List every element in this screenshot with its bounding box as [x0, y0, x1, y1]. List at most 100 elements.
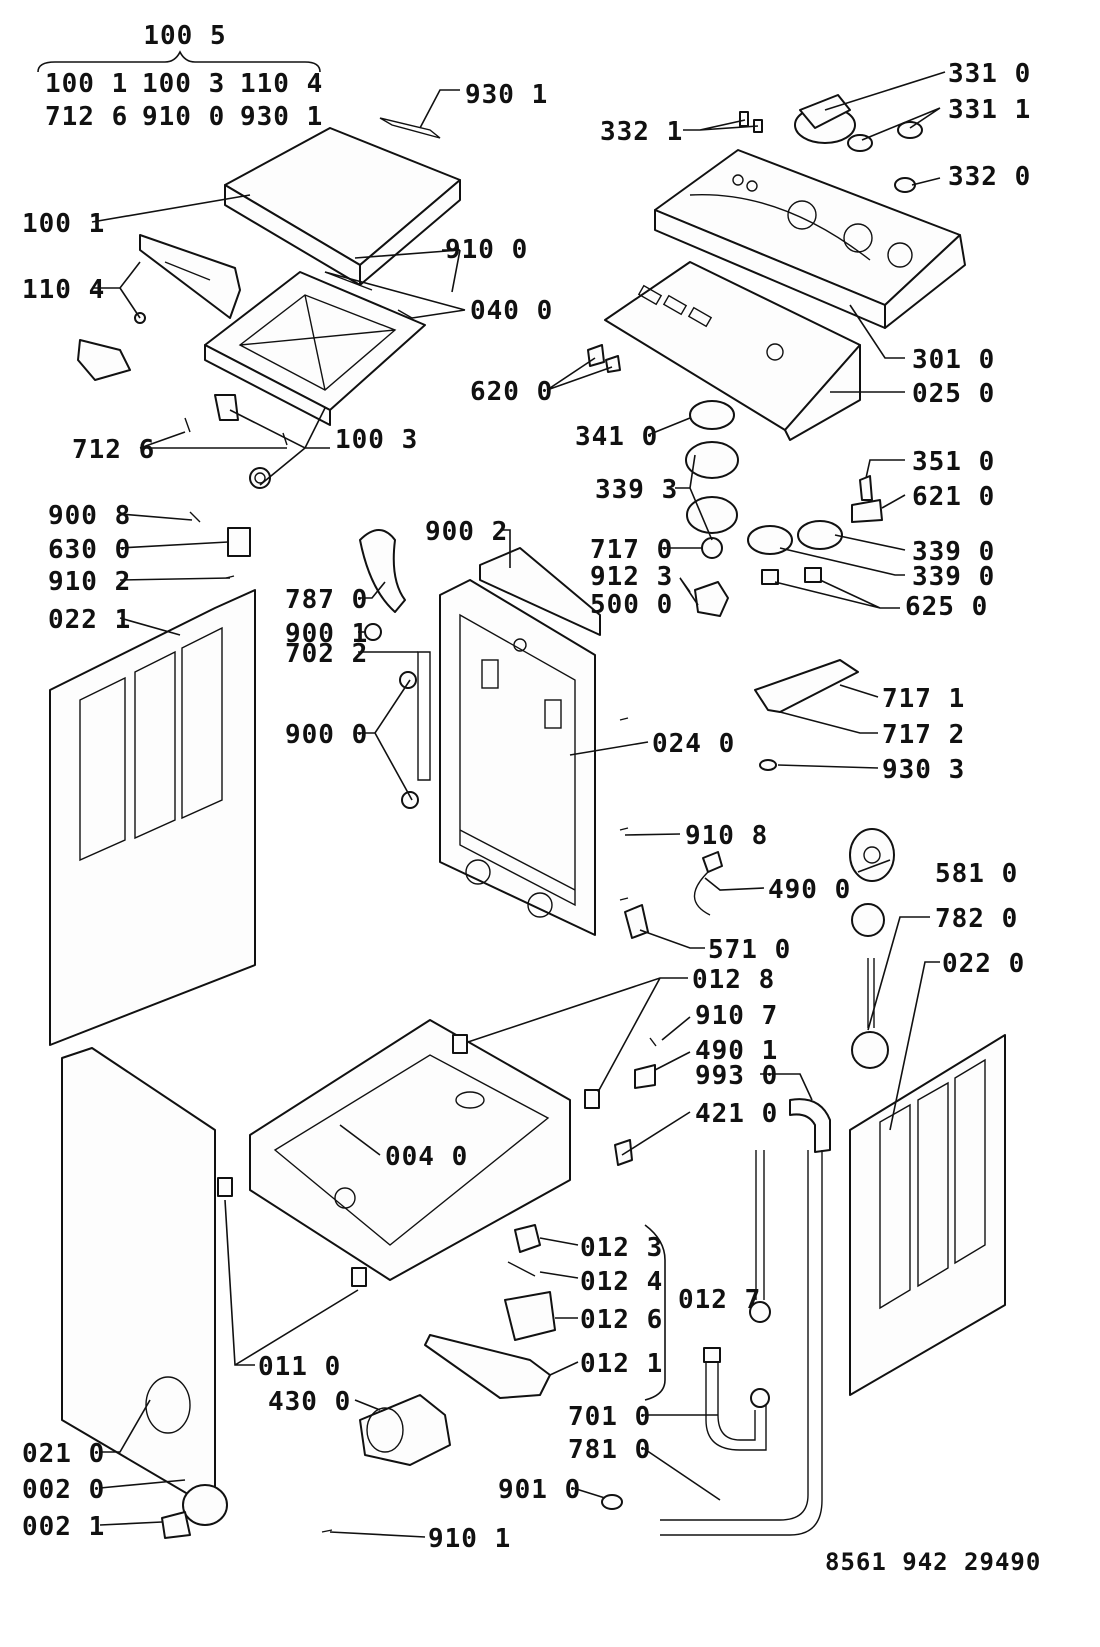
- valve-part: [624, 904, 649, 939]
- group-row2-label-2: 910 0: [142, 102, 225, 132]
- inlet-hose-part: [705, 1360, 767, 1451]
- label-331-0: 331 0: [948, 59, 1031, 89]
- clip-part-3: [634, 1064, 656, 1089]
- label-339-3: 339 3: [595, 475, 678, 505]
- label-012-6: 012 6: [580, 1305, 663, 1335]
- label-011-0: 011 0: [258, 1352, 341, 1382]
- label-040-0: 040 0: [470, 296, 553, 326]
- label-022-0: 022 0: [942, 949, 1025, 979]
- label-332-0: 332 0: [948, 162, 1031, 192]
- label-100-1: 100 1: [22, 209, 105, 239]
- label-332-1: 332 1: [600, 117, 683, 147]
- group-row1-label-3: 110 4: [240, 69, 323, 99]
- label-901-0: 901 0: [498, 1475, 581, 1505]
- shaft-part: [867, 958, 875, 1028]
- label-910-0: 910 0: [445, 235, 528, 265]
- top-frame-part: [204, 271, 426, 426]
- label-002-0: 002 0: [22, 1475, 105, 1505]
- header-group-labels: 100 5 100 1 100 3 110 4 712 6 910 0 930 …: [45, 21, 323, 132]
- hose-nut-part: [703, 1347, 721, 1363]
- clip-ring-part: [601, 1494, 623, 1510]
- foot-part-3: [217, 1177, 233, 1197]
- label-993-0: 993 0: [695, 1061, 778, 1091]
- bellow-seal-part: [359, 529, 406, 613]
- label-341-0: 341 0: [575, 422, 658, 452]
- handle-strip-part: [379, 117, 441, 139]
- hose-elbow-part: [789, 1098, 831, 1153]
- clip-part: [587, 344, 605, 367]
- knob-disc-part-2: [797, 520, 843, 550]
- label-702-2: 702 2: [285, 639, 368, 669]
- lever-part: [754, 659, 859, 713]
- label-490-1: 490 1: [695, 1036, 778, 1066]
- knob-parts: [739, 94, 923, 193]
- label-301-0: 301 0: [912, 345, 995, 375]
- label-717-0: 717 0: [590, 535, 673, 565]
- selector-disc-part: [689, 400, 735, 430]
- lamp-part-2: [804, 567, 822, 583]
- drain-hose-part: [660, 1150, 823, 1536]
- selector-cam-part: [685, 441, 739, 479]
- small-ring-part: [759, 759, 777, 771]
- left-side-panel-part: [49, 589, 256, 1046]
- label-717-1: 717 1: [882, 684, 965, 714]
- front-panel-part: [61, 1047, 216, 1511]
- foot-part: [452, 1034, 468, 1054]
- part-labels: 930 1 100 1 910 0 110 4 040 0 712 6 100 …: [22, 59, 1040, 1576]
- label-002-1: 002 1: [22, 1512, 105, 1542]
- base-frame-part: [249, 1019, 571, 1281]
- label-625-0: 625 0: [905, 592, 988, 622]
- label-930-3: 930 3: [882, 755, 965, 785]
- label-421-0: 421 0: [695, 1099, 778, 1129]
- label-022-1: 022 1: [48, 605, 131, 635]
- label-339-0-a: 339 0: [912, 537, 995, 567]
- cover-part: [227, 527, 251, 557]
- screw-part-5: [321, 1529, 333, 1533]
- right-side-panel-part: [849, 1034, 1006, 1396]
- label-620-0: 620 0: [470, 377, 553, 407]
- lid-part: [182, 1484, 228, 1526]
- label-900-0: 900 0: [285, 720, 368, 750]
- screw-part-3: [619, 717, 629, 901]
- weight-part-2: [401, 791, 419, 809]
- label-339-0-b: 339 0: [912, 562, 995, 592]
- label-782-0: 782 0: [935, 904, 1018, 934]
- label-712-6: 712 6: [72, 435, 155, 465]
- label-331-1: 331 1: [948, 95, 1031, 125]
- label-581-0: 581 0: [935, 859, 1018, 889]
- sensor-part: [859, 475, 873, 501]
- label-781-0: 781 0: [568, 1435, 651, 1465]
- label-630-0: 630 0: [48, 535, 131, 565]
- weight-part: [399, 671, 417, 689]
- control-panel-part: [654, 149, 966, 329]
- disc-part-2: [851, 1031, 889, 1069]
- foot-part-4: [351, 1267, 367, 1287]
- label-024-0: 024 0: [652, 729, 735, 759]
- label-717-2: 717 2: [882, 720, 965, 750]
- label-004-0: 004 0: [385, 1142, 468, 1172]
- label-110-4: 110 4: [22, 275, 105, 305]
- label-912-3: 912 3: [590, 562, 673, 592]
- power-cord-part: [702, 851, 723, 873]
- knob-disc-part: [747, 525, 793, 555]
- label-100-3: 100 3: [335, 425, 418, 455]
- top-bracket-part: [479, 547, 601, 636]
- clip-part-2: [605, 355, 621, 373]
- front-trim-part: [139, 234, 241, 319]
- label-430-0: 430 0: [268, 1387, 351, 1417]
- hose-part: [417, 651, 431, 781]
- bracket-part: [161, 1511, 191, 1539]
- pulley-part: [849, 828, 895, 882]
- label-900-2: 900 2: [425, 517, 508, 547]
- thermostat-part: [694, 581, 729, 617]
- label-910-2: 910 2: [48, 567, 131, 597]
- label-900-8: 900 8: [48, 501, 131, 531]
- group-row2-label-1: 712 6: [45, 102, 128, 132]
- group-title-label: 100 5: [143, 21, 226, 51]
- group-row1-label-1: 100 1: [45, 69, 128, 99]
- label-621-0: 621 0: [912, 482, 995, 512]
- drain-pump-part: [359, 1394, 451, 1466]
- capacitor-part: [614, 1139, 633, 1166]
- label-025-0: 025 0: [912, 379, 995, 409]
